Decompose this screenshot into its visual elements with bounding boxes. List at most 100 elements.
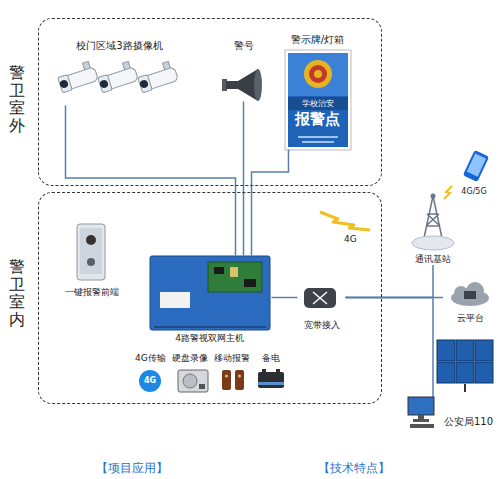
host-cabinet <box>154 326 266 328</box>
horn-node: 警号 <box>220 40 268 102</box>
router-label: 宽带接入 <box>298 319 346 331</box>
icon-caption: 硬盘录像 <box>172 352 208 364</box>
region-label: 警卫室外 <box>9 64 25 134</box>
host-cabinet <box>214 267 224 274</box>
wire-connector <box>66 106 236 256</box>
alarm-device <box>86 235 96 245</box>
host-cabinet <box>160 292 190 308</box>
router-icon <box>304 288 336 308</box>
wire-connector <box>346 265 434 298</box>
video-wall <box>437 340 493 392</box>
horn-icon <box>222 69 262 101</box>
wire-connector <box>243 102 245 256</box>
cloud-icon <box>451 282 489 306</box>
battery-icon <box>262 369 266 372</box>
alarm-device <box>77 224 105 280</box>
camera-icon <box>96 60 139 93</box>
battery-icon <box>258 369 284 388</box>
host-cabinet <box>230 267 238 277</box>
camera-icon <box>98 75 112 93</box>
icon-caption: 移动报警 <box>214 352 250 364</box>
phone-icon <box>467 153 486 176</box>
hdd-icon <box>178 370 208 392</box>
camera-icon <box>138 75 152 93</box>
camera-group: 校门区域3路摄像机 <box>53 40 187 106</box>
horn-label: 警号 <box>220 40 268 52</box>
alarm-device <box>77 224 105 280</box>
signal-label: 4G <box>344 233 357 245</box>
sign-panel <box>298 136 338 138</box>
wireless-bolt <box>320 212 370 230</box>
sign-heading: 警示牌/灯箱 <box>279 34 357 46</box>
camera-icon <box>56 60 99 93</box>
video-wall <box>475 340 493 361</box>
wireless-bolt <box>444 186 452 199</box>
phone-node: 4G/5G <box>450 148 498 198</box>
wire-connector <box>272 297 298 299</box>
host-cabinet <box>244 279 256 287</box>
tower-label: 通讯基站 <box>403 253 463 265</box>
alarm-label: 一键报警前端 <box>60 286 124 298</box>
camera-icon <box>99 79 109 89</box>
sign-panel <box>309 65 327 83</box>
camera-label: 校门区域3路摄像机 <box>53 40 187 52</box>
sign-panel <box>314 70 322 78</box>
computer-icon <box>418 415 424 419</box>
host-cabinet <box>150 256 270 330</box>
computer-icon <box>413 419 429 422</box>
phone-icon <box>463 150 489 182</box>
router-node: 宽带接入 <box>298 283 346 331</box>
video-wall <box>437 362 455 383</box>
video-wall <box>475 362 493 383</box>
battery-icon <box>276 369 280 372</box>
video-wall <box>456 362 474 383</box>
host-label: 4路警视双网主机 <box>148 332 272 344</box>
hdd-icon <box>178 370 208 392</box>
horn-icon <box>226 69 258 101</box>
hdd-icon <box>199 384 205 389</box>
camera-icon <box>56 60 179 93</box>
remote-icon <box>222 370 231 390</box>
icon-caption: 4G传输 <box>135 352 166 364</box>
horn-icon <box>254 69 262 101</box>
host-cabinet <box>150 256 270 330</box>
region-label: 警卫室内 <box>9 258 25 328</box>
cloud-label: 云平台 <box>443 312 497 324</box>
alarm-device <box>80 228 102 274</box>
tower-icon <box>431 194 436 199</box>
tower-icon <box>412 236 454 250</box>
camera-icon <box>136 60 179 93</box>
sign-panel <box>302 141 334 143</box>
video-wall <box>456 340 474 361</box>
video-wall <box>437 340 455 361</box>
computer-icon <box>432 338 434 397</box>
section-heading: 【技术特点】 <box>318 461 390 476</box>
cloud-node: 云平台 <box>443 280 497 324</box>
alarm-terminal: 一键报警前端 <box>60 220 124 298</box>
camera-icon <box>139 79 149 89</box>
phone-label: 4G/5G <box>450 186 498 198</box>
sign-title: 报警点 <box>279 110 357 128</box>
wire-connector <box>252 150 289 256</box>
tower-icon <box>424 196 442 238</box>
phone-icon <box>463 150 489 182</box>
router-icon <box>313 292 327 304</box>
tower-icon <box>412 194 454 251</box>
computer-icon <box>408 338 434 428</box>
router-icon <box>304 288 336 308</box>
battery-icon <box>258 372 284 388</box>
remote-icon <box>238 375 241 378</box>
video-wall <box>464 384 466 392</box>
remote-icon <box>222 370 244 390</box>
icon-text: 4G <box>139 375 161 387</box>
battery-icon <box>258 382 284 385</box>
sign-subtitle: 学校治安 <box>279 98 357 110</box>
transmission-icon <box>139 370 161 392</box>
computer-icon <box>408 397 434 415</box>
camera-icon <box>58 75 72 93</box>
cloud-icon <box>464 291 476 299</box>
tower-node: 通讯基站 <box>403 190 463 265</box>
host-box: 4路警视双网主机 <box>148 256 272 344</box>
